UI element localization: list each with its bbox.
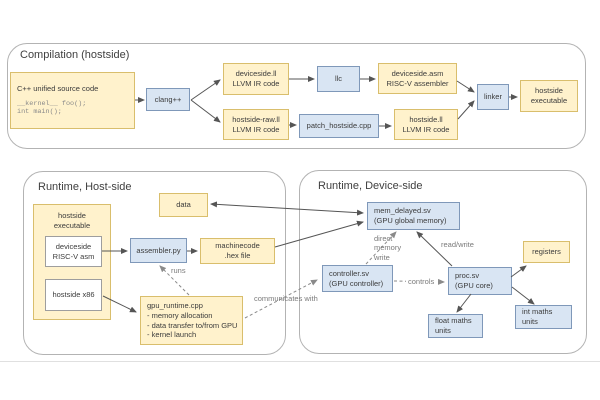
node-gpu-runtime-cpp: gpu_runtime.cpp - memory allocation - da…: [140, 296, 243, 345]
node-cpp-unified-source-code: C++ unified source code __kernel__ foo()…: [10, 72, 135, 129]
node-int-maths-units: int maths units: [515, 305, 572, 329]
group-title: Runtime, Host-side: [38, 181, 132, 193]
node-hostside-x86: hostside x86: [45, 279, 102, 311]
node-hostside-executable-runtime: hostside executable deviceside RISC-V as…: [33, 204, 111, 320]
node-controller-sv: controller.sv (GPU controller): [322, 265, 393, 292]
group-title: Runtime, Device-side: [318, 180, 423, 192]
node-deviceside-riscv-asm: deviceside RISC-V asm: [45, 236, 102, 267]
node-hostside-ll: hostside.ll LLVM IR code: [394, 109, 458, 140]
node-deviceside-ll: deviceside.ll LLVM IR code: [223, 63, 289, 95]
edge-label-direct-memory-write: direct memory write: [374, 234, 402, 262]
node-float-maths-units: float maths units: [428, 314, 483, 338]
edge-label-runs: runs: [171, 266, 186, 275]
node-clang: clang++: [146, 88, 190, 111]
node-patch-hostside-cpp: patch_hostside.cpp: [299, 114, 379, 138]
node-data: data: [159, 193, 208, 217]
node-registers: registers: [523, 241, 570, 263]
node-proc-sv: proc.sv (GPU core): [448, 267, 512, 295]
node-mem-delayed-sv: mem_delayed.sv (GPU global memory): [367, 202, 460, 230]
edge-label-read-write: read/write: [441, 240, 474, 249]
node-deviceside-asm: deviceside.asm RISC-V assembler: [378, 63, 457, 94]
node-machinecode-hex-file: machinecode .hex file: [200, 238, 275, 264]
node-llc: llc: [317, 66, 360, 92]
group-title: Compilation (hostside): [20, 49, 130, 61]
node-assembler-py: assembler.py: [130, 238, 187, 263]
page-divider-line: [0, 361, 600, 362]
edge-label-controls: controls: [406, 277, 437, 287]
node-hostside-executable-build: hostside executable: [520, 80, 578, 112]
node-hostside-raw-ll: hostside-raw.ll LLVM IR code: [223, 109, 289, 140]
node-linker: linker: [477, 84, 509, 110]
edge-label-communicates-with: communicates with: [254, 294, 318, 303]
